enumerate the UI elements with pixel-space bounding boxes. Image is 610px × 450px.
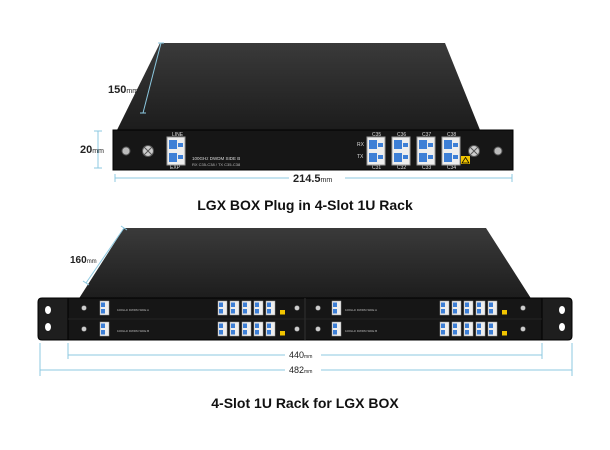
tx-label: TX — [357, 154, 364, 160]
module-subtitle: RX C35-C38 / TX C35-C38 — [192, 162, 241, 167]
rack-ear-left — [37, 297, 69, 341]
rack-unit: 100GHz DWDM SIDE A 100GHz DWDM SIDE B 10… — [37, 225, 573, 376]
laser-warning-icon — [502, 331, 507, 336]
thumb-screw — [294, 326, 300, 332]
lc-adapter — [265, 321, 276, 337]
channel-adapter — [416, 136, 436, 166]
thumb-screw — [81, 326, 87, 332]
rx-label: RX — [357, 142, 365, 148]
laser-warning-icon — [280, 331, 285, 336]
inner-width-dimension: 440mm — [289, 350, 312, 360]
channel-label-bottom: C33 — [422, 165, 431, 171]
lc-adapter — [331, 321, 342, 337]
lc-adapter — [241, 321, 252, 337]
channel-adapter — [366, 136, 386, 166]
rack-depth-dimension-line — [85, 227, 125, 284]
top-unit-caption: LGX BOX Plug in 4-Slot 1U Rack — [197, 197, 413, 213]
laser-warning-icon — [502, 310, 507, 315]
rack-unit-caption: 4-Slot 1U Rack for LGX BOX — [211, 395, 399, 411]
channel-label-bottom: C34 — [447, 165, 456, 171]
lc-adapter — [439, 321, 450, 337]
mounting-screw — [493, 146, 503, 156]
channel-adapter — [441, 136, 461, 166]
lc-adapter — [99, 321, 110, 337]
lc-adapter — [475, 321, 486, 337]
thumb-screw — [520, 305, 526, 311]
rack-module-label: 100GHz DWDM SIDE A — [345, 308, 377, 312]
lc-adapter — [487, 321, 498, 337]
depth-dimension: 150mm — [108, 84, 138, 96]
lc-adapter — [451, 300, 462, 316]
lc-adapter — [253, 300, 264, 316]
lc-adapter — [217, 300, 228, 316]
lc-adapter — [463, 300, 474, 316]
exp-port-label: EXP — [170, 165, 181, 171]
rack-module-label: 100GHz DWDM SIDE A — [117, 308, 149, 312]
rack-module-label: 100GHz DWDM SIDE B — [345, 329, 377, 333]
rack-module-label: 100GHz DWDM SIDE B — [117, 329, 149, 333]
channel-label-bottom: C32 — [397, 165, 406, 171]
lc-adapter — [253, 321, 264, 337]
lc-adapter — [439, 300, 450, 316]
thumb-screw-right — [468, 145, 480, 157]
line-exp-adapter — [166, 136, 186, 166]
lc-adapter — [265, 300, 276, 316]
channel-label-bottom: C31 — [372, 165, 381, 171]
thumb-screw — [315, 305, 321, 311]
rack-top-surface — [78, 228, 532, 300]
lgx-box-unit: LINE EXP 100GHz DWDM SIDE B RX C35-C38 /… — [80, 42, 514, 185]
thumb-screw — [294, 305, 300, 311]
thumb-screw — [81, 305, 87, 311]
module-title: 100GHz DWDM SIDE B — [192, 156, 240, 161]
lc-adapter — [229, 321, 240, 337]
height-dimension: 20mm — [80, 144, 104, 156]
rack-modules — [81, 300, 526, 337]
width-dimension: 214.5mm — [293, 173, 332, 185]
mounting-screw — [121, 146, 131, 156]
outer-width-dimension: 482mm — [289, 365, 312, 375]
lc-adapter — [331, 300, 342, 316]
laser-warning-icon — [461, 156, 470, 164]
rack-ear-right — [541, 297, 573, 341]
lc-adapter — [475, 300, 486, 316]
lc-adapter — [217, 321, 228, 337]
channel-label-top: C38 — [447, 132, 456, 138]
channel-label-top: C37 — [422, 132, 431, 138]
laser-warning-icon — [280, 310, 285, 315]
channel-label-top: C35 — [372, 132, 381, 138]
thumb-screw — [315, 326, 321, 332]
channel-label-top: C36 — [397, 132, 406, 138]
lc-adapter — [99, 300, 110, 316]
thumb-screw — [520, 326, 526, 332]
chassis-top-surface — [117, 43, 480, 130]
lc-adapter — [451, 321, 462, 337]
depth-dimension-line — [142, 42, 162, 114]
channel-adapter — [391, 136, 411, 166]
line-port-label: LINE — [172, 132, 184, 138]
rack-depth-dimension: 160mm — [70, 255, 97, 266]
lc-adapter — [487, 300, 498, 316]
lc-adapter — [463, 321, 474, 337]
lc-adapter — [229, 300, 240, 316]
lc-adapter — [241, 300, 252, 316]
thumb-screw-left — [142, 145, 154, 157]
